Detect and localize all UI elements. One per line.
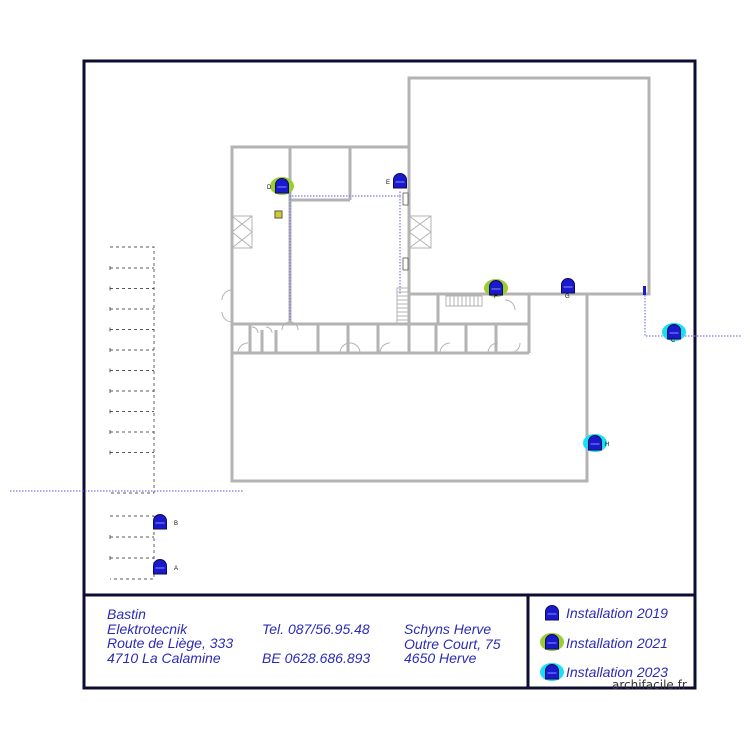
client-name: Schyns Herve (404, 621, 492, 637)
parking-bay-lines (109, 266, 154, 560)
charging-station-icon (153, 514, 167, 530)
drawing-frame (82, 59, 697, 690)
station-label: C (671, 338, 676, 344)
company-name: Bastin (107, 606, 146, 622)
charging-stations: A B C D E F G H (153, 173, 686, 575)
legend-icon-2 (540, 633, 564, 651)
station-label: G (565, 294, 570, 300)
pole-marker (643, 286, 646, 295)
cable-routes (10, 189, 742, 492)
legend-icon-1 (545, 605, 559, 621)
charging-station-a (153, 559, 167, 575)
company-block: Bastin Elektrotecnik Route de Liège, 333… (107, 607, 233, 665)
charging-station-icon (275, 178, 289, 194)
charging-station-icon (561, 278, 575, 294)
charging-station-d (270, 177, 294, 195)
fixtures (221, 215, 521, 354)
station-label: D (267, 185, 272, 191)
charging-station-c (662, 323, 686, 341)
stairs (396, 287, 483, 325)
legend-icon-3 (540, 663, 564, 681)
legend-label-2023: Installation 2023 (566, 664, 668, 680)
company-subname: Elektrotecnik (107, 620, 188, 637)
station-label: A (174, 566, 178, 572)
company-street: Route de Liège, 333 (107, 635, 234, 651)
station-label: E (386, 180, 390, 186)
charging-station-icon (588, 435, 602, 451)
legend-icons (540, 605, 564, 681)
charging-station-icon (667, 324, 681, 340)
parking-bays (110, 246, 155, 580)
legend-label-2021: Installation 2021 (566, 635, 668, 651)
charging-station-icon (393, 173, 407, 189)
client-city: 4650 Herve (404, 650, 477, 666)
charging-station-g (561, 278, 575, 294)
charging-station-f (484, 279, 508, 297)
company-phone: Tel. 087/56.95.48 (262, 621, 370, 637)
building-walls (230, 76, 651, 483)
company-vat: BE 0628.686.893 (262, 650, 371, 666)
company-contact: Tel. 087/56.95.48 BE 0628.686.893 (262, 622, 370, 666)
company-city: 4710 La Calamine (107, 649, 221, 666)
junction-box (274, 210, 283, 219)
charging-station-icon (545, 634, 559, 650)
charging-station-icon (545, 664, 559, 680)
charging-station-icon (489, 280, 503, 296)
charging-station-e (393, 173, 407, 189)
client-block: Schyns Herve Outre Court, 75 4650 Herve (404, 622, 501, 666)
station-label: F (494, 294, 498, 300)
wall-boxes (402, 192, 409, 271)
station-label: B (174, 521, 178, 527)
client-street: Outre Court, 75 (404, 635, 501, 652)
charging-station-b (153, 514, 167, 530)
legend-label-2019: Installation 2019 (566, 605, 668, 621)
station-label: H (605, 442, 609, 448)
watermark: archifacile.fr (612, 678, 687, 692)
charging-station-icon (545, 605, 559, 621)
charging-station-icon (153, 559, 167, 575)
charging-station-h (583, 434, 607, 452)
